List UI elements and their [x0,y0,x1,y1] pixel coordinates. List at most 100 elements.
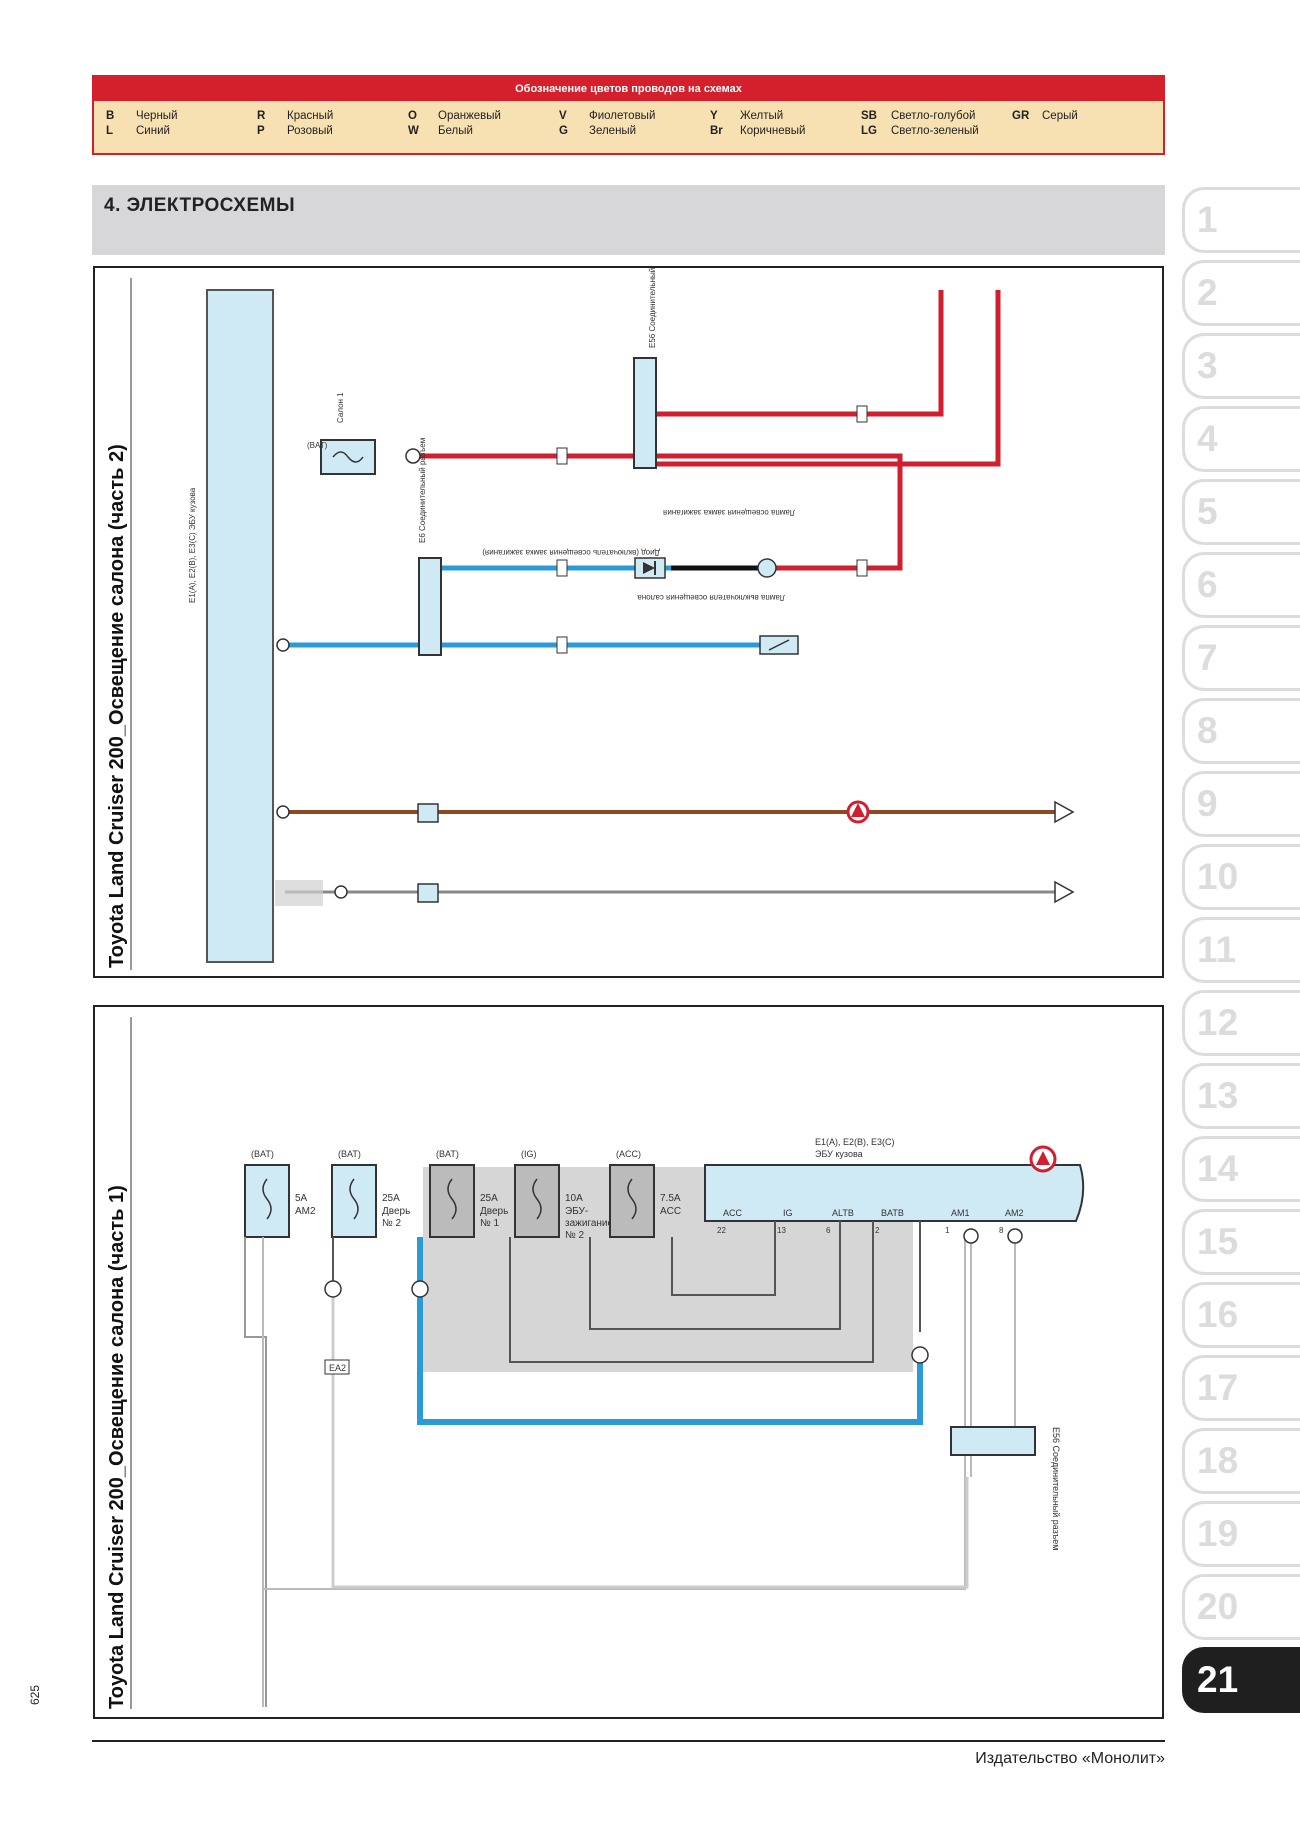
switch-label: Лампа выключателя освещения салона [637,593,785,602]
chapter-tab-9[interactable]: 9 [1182,771,1300,837]
legend-code: V [559,110,567,122]
fuse-box [609,1164,655,1238]
ecu-pin-number: 13 [777,1226,786,1235]
legend-color-name: Серый [1042,110,1078,122]
chapter-tab-11[interactable]: 11 [1182,917,1300,983]
fuse-supply: (BAT) [338,1149,361,1159]
ecu-pin-number: 1 [945,1226,950,1235]
connector-e56 [633,357,657,469]
chapter-tab-16[interactable]: 16 [1182,1282,1300,1348]
legend-entry: G Зеленый [559,124,710,139]
ecu-pin-name: BATB [881,1208,904,1218]
fuse-rating: 10A [565,1193,583,1204]
legend-entry: W Белый [408,124,559,139]
legend-entry: LG Светло-зеленый [861,124,1012,139]
chapter-tab-13[interactable]: 13 [1182,1063,1300,1129]
connector-e56-label: E56 Соединительный разъем [1051,1427,1061,1550]
section-header: 4. ЭЛЕКТРОСХЕМЫ [92,185,1165,255]
page-number: 625 [28,1684,42,1705]
legend-code: B [106,110,115,122]
legend-color-name: Светло-зеленый [891,125,979,137]
fuse-name: № 2 [565,1230,585,1241]
connector-ea2-label: EA2 [329,1363,346,1373]
fuse-name: Дверь [382,1206,410,1217]
diagram-part-1: Toyota Land Cruiser 200_Освещение салона… [93,1005,1164,1719]
legend-entry: O Оранжевый [408,109,559,124]
chapter-tab-21[interactable]: 21 [1182,1647,1300,1713]
fuse-name: зажигание [565,1218,614,1229]
legend-color-name: Черный [136,110,178,122]
fuse-supply: (BAT) [251,1149,274,1159]
legend-code: LG [861,125,877,137]
connector-e56 [950,1426,1036,1456]
chapter-tab-4[interactable]: 4 [1182,406,1300,472]
chapter-tab-5[interactable]: 5 [1182,479,1300,545]
chapter-tab-15[interactable]: 15 [1182,1209,1300,1275]
connector-gnd [417,803,439,823]
diagram-part-2-title: Toyota Land Cruiser 200_Освещение салона… [106,444,128,968]
legend-color-name: Зеленый [589,125,637,137]
ecu-pin-number: 6 [826,1226,831,1235]
legend-code: G [559,125,568,137]
ground-icon [1054,880,1075,904]
chapter-tab-19[interactable]: 19 [1182,1501,1300,1567]
connector-gnd2 [417,883,439,903]
legend-entry: Br Коричневый [710,124,861,139]
chapter-tab-2[interactable]: 2 [1182,260,1300,326]
fuse-name: Дверь [480,1206,508,1217]
legend-code: P [257,125,265,137]
publisher: Издательство «Монолит» [975,1750,1165,1767]
chapter-tab-12[interactable]: 12 [1182,990,1300,1056]
ecu-block [704,1164,1085,1222]
ecu-pin-name: AM1 [951,1208,970,1218]
ecu-label-2: ЭБУ кузова [815,1149,863,1159]
ecu-label-1: E1(A), E2(B), E3(C) [815,1137,895,1147]
chapter-tab-14[interactable]: 14 [1182,1136,1300,1202]
chapter-tab-3[interactable]: 3 [1182,333,1300,399]
fuse-rating: 25A [480,1193,498,1204]
fuse-name: ЭБУ- [565,1206,588,1217]
fuse-supply: (IG) [521,1149,537,1159]
ecu-pin-number: 2 [875,1226,880,1235]
chapter-tab-17[interactable]: 17 [1182,1355,1300,1421]
chapter-tab-10[interactable]: 10 [1182,844,1300,910]
ecu-block [206,289,274,963]
legend-code: Br [710,125,723,137]
legend-color-name: Коричневый [740,125,806,137]
chapter-tab-20[interactable]: 20 [1182,1574,1300,1640]
section-title: 4. ЭЛЕКТРОСХЕМЫ [104,195,296,216]
connector-e6-label: E6 Соединительный разъем [418,438,427,543]
diagram-part-1-title: Toyota Land Cruiser 200_Освещение салона… [106,1185,128,1709]
chapter-tab-1[interactable]: 1 [1182,187,1300,253]
diagram-part-2: Toyota Land Cruiser 200_Освещение салона… [93,266,1164,978]
chapter-tab-8[interactable]: 8 [1182,698,1300,764]
chapter-tab-7[interactable]: 7 [1182,625,1300,691]
legend-color-name: Оранжевый [438,110,501,122]
fuse-box [429,1164,475,1238]
chapter-tab-6[interactable]: 6 [1182,552,1300,618]
chapter-tab-18[interactable]: 18 [1182,1428,1300,1494]
legend-code: W [408,125,419,137]
legend-color-name: Синий [136,125,170,137]
legend-code: O [408,110,417,122]
fuse-name: № 2 [382,1218,402,1229]
fuse-supply: (ACC) [616,1149,641,1159]
legend-color-name: Белый [438,125,473,137]
connector-e6 [418,557,442,656]
